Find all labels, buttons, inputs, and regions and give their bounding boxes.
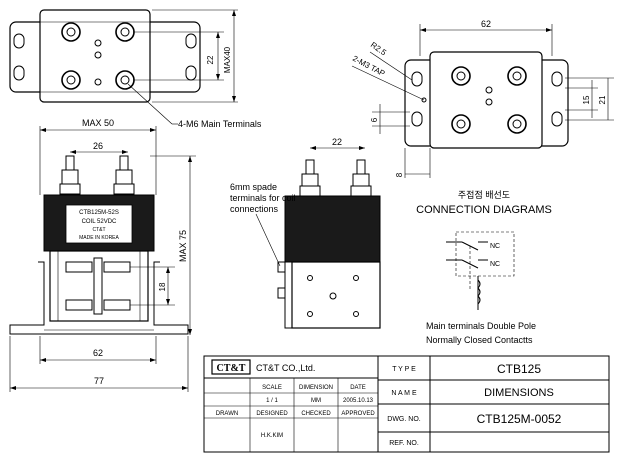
dim-15: 15 (582, 95, 591, 104)
front-view: MAX 50 26 CTB125M-52S COIL 52VDC CT&T MA… (9, 118, 196, 392)
value-name: DIMENSIONS (484, 387, 554, 399)
mounting-view: 62 15 21 6 8 R2.5 2-M3 TAP (351, 19, 614, 178)
company-name: CT&T CO.,Ltd. (256, 363, 315, 373)
dim-6: 6 (370, 117, 379, 122)
col-checked: CHECKED (301, 411, 331, 417)
label-spade-line2: terminals for coil (230, 193, 296, 203)
dim-max50: MAX 50 (82, 118, 114, 128)
top-view: 22 MAX40 4-M6 Main Terminals (9, 9, 262, 129)
label-spade-line1: 6mm spade (230, 182, 277, 192)
side-view: 22 6mm spade terminals for coil connecti… (230, 137, 381, 329)
col-dimension: DIMENSION (299, 385, 333, 391)
label-main-desc-2: Normally Closed Contactts (426, 335, 533, 345)
col-designed: DESIGNED (256, 411, 288, 417)
dim-26: 26 (93, 141, 103, 151)
label-main-desc-1: Main terminals Double Pole (426, 321, 536, 331)
label-type: T Y P E (392, 366, 416, 373)
label-m3-tap: 2-M3 TAP (351, 54, 386, 79)
dim-77: 77 (94, 376, 104, 386)
dim-8: 8 (395, 172, 404, 177)
col-approved: APPROVED (341, 411, 375, 417)
logo-text: CT&T (217, 363, 246, 374)
connection-diagram: 주접점 배선도 CONNECTION DIAGRAMS NC NC Main t… (416, 189, 552, 345)
label-coil: COIL 52VDC (82, 219, 117, 225)
product-label (65, 204, 133, 244)
label-origin: MADE IN KOREA (79, 235, 119, 241)
dim-18: 18 (158, 282, 167, 291)
title-block: CT&T CT&T CO.,Ltd. SCALE DIMENSION DATE … (203, 355, 610, 453)
dim-62-front: 62 (93, 348, 103, 358)
company-logo: CT&T (211, 359, 251, 375)
label-connection-kr: 주접점 배선도 (458, 189, 510, 200)
value-scale: 1 / 1 (266, 398, 278, 404)
label-model: CTB125M-52S (79, 210, 119, 216)
value-dwg-no: CTB125M-0052 (477, 412, 562, 426)
label-ref-no: REF. NO. (389, 440, 419, 447)
dim-62-right: 62 (481, 19, 491, 29)
dim-max40: MAX40 (223, 46, 232, 73)
col-date: DATE (350, 385, 366, 391)
value-designer: H.K.KIM (261, 433, 283, 439)
dim-22-side: 22 (332, 137, 342, 147)
label-spade-line3: connections (230, 204, 279, 214)
dim-21: 21 (598, 95, 607, 104)
label-dwg-no: DWG. NO. (387, 416, 420, 423)
label-r25: R2.5 (369, 40, 388, 57)
col-scale: SCALE (262, 385, 282, 391)
value-dimension: MM (311, 398, 321, 404)
label-brand: CT&T (92, 227, 105, 233)
value-date: 2005.10.13 (343, 398, 374, 404)
value-type: CTB125 (497, 362, 541, 376)
label-nc-1: NC (490, 243, 500, 250)
dim-22-top: 22 (206, 55, 215, 64)
label-nc-2: NC (490, 261, 500, 268)
label-main-terminals: 4-M6 Main Terminals (178, 119, 262, 129)
label-connection-title: CONNECTION DIAGRAMS (416, 204, 552, 216)
dim-max75: MAX 75 (178, 230, 188, 262)
col-drawn: DRAWN (216, 411, 238, 417)
label-name: N A M E (391, 390, 417, 397)
